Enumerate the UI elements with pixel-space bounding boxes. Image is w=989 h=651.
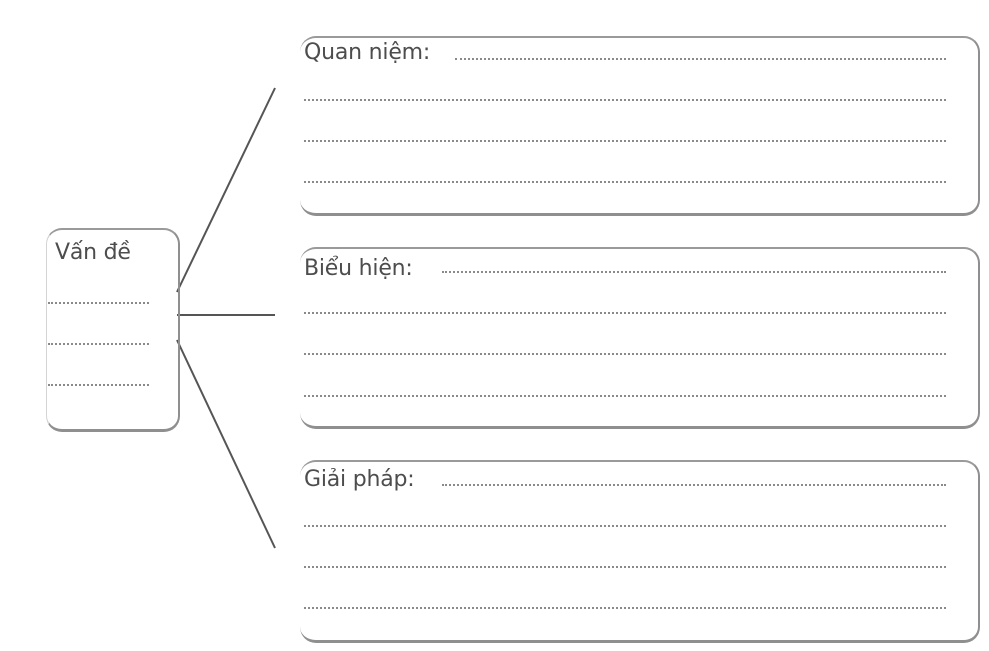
concept-box: [300, 36, 980, 216]
expression-answer-line-4[interactable]: [304, 395, 946, 397]
concept-label: Quan niệm:: [304, 40, 431, 65]
concept-answer-line-1[interactable]: [455, 58, 946, 60]
solution-answer-line-4[interactable]: [304, 607, 946, 609]
center-answer-line-1[interactable]: [48, 302, 149, 304]
center-box: [46, 228, 180, 432]
solution-answer-line-1[interactable]: [442, 484, 946, 486]
solution-answer-line-2[interactable]: [304, 525, 946, 527]
expression-answer-line-2[interactable]: [304, 312, 946, 314]
connector-to-concept: [176, 87, 276, 293]
solution-answer-line-3[interactable]: [304, 566, 946, 568]
expression-label: Biểu hiện:: [304, 256, 413, 281]
center-answer-line-3[interactable]: [48, 384, 149, 386]
expression-answer-line-3[interactable]: [304, 353, 946, 355]
solution-box: [300, 460, 980, 643]
expression-answer-line-1[interactable]: [442, 271, 946, 273]
expression-box: [300, 247, 980, 429]
center-label: Vấn đề: [55, 240, 131, 265]
concept-answer-line-4[interactable]: [304, 181, 946, 183]
concept-answer-line-2[interactable]: [304, 99, 946, 101]
solution-label: Giải pháp:: [304, 467, 415, 492]
concept-answer-line-3[interactable]: [304, 140, 946, 142]
center-answer-line-2[interactable]: [48, 343, 149, 345]
connector-to-solution: [176, 339, 276, 549]
